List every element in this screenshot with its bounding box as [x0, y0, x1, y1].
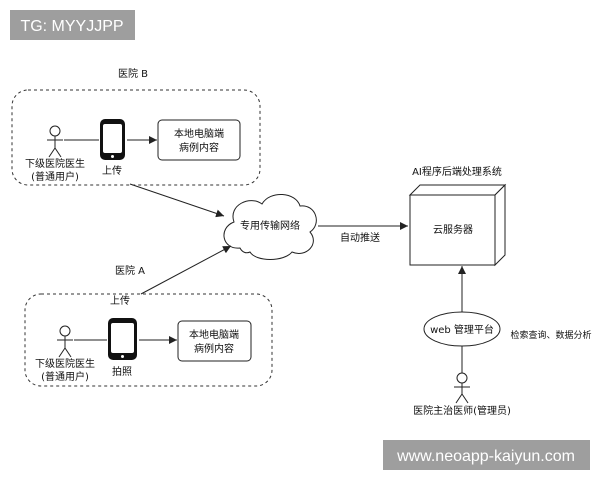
person-left-leg: [58, 347, 66, 358]
administrator-label: 医院主治医师(管理员): [413, 404, 511, 417]
network-label: 专用传输网络: [240, 219, 300, 232]
phone-home-button: [111, 155, 114, 158]
hospital-a-local-pc-line2: 病例内容: [194, 342, 234, 355]
person-right-leg: [64, 347, 72, 358]
person-head: [456, 372, 468, 384]
person-right-leg: [54, 147, 62, 158]
hospital-b-phone-label: 上传: [102, 165, 122, 177]
hospital-b-doctor-label-line2: (普通用户): [31, 170, 79, 183]
network-cloud: 专用传输网络: [223, 194, 317, 260]
server-front-face: [409, 194, 496, 266]
server-side-face: [494, 183, 506, 267]
administrator-person-icon: [454, 372, 470, 404]
person-head: [59, 325, 71, 337]
hospital-a-label: 医院 A: [115, 264, 145, 277]
hospital-a-upload-label: 上传: [110, 295, 130, 307]
cloud-server-label: 云服务器: [433, 223, 473, 236]
web-platform-functions-label: 检索查询、数据分析: [510, 329, 591, 341]
cloud-shape: [223, 194, 317, 260]
cloud-server-cube-icon: [408, 183, 507, 267]
hospital-a-boundary: [24, 293, 273, 387]
hospital-b-local-pc-line1: 本地电脑端: [174, 127, 224, 140]
watermark-bottom-background: [383, 440, 590, 470]
hospital-b-to-network-arrow: [129, 183, 225, 218]
web-platform-label: web 管理平台: [430, 323, 494, 336]
hospital-a-local-pc-box: [177, 320, 252, 362]
hospital-a-doctor-person-icon: [57, 325, 73, 358]
hospital-b-local-pc-box: [157, 119, 241, 161]
hospital-b-boundary: [11, 89, 261, 186]
ai-backend-system-title: AI程序后端处理系统: [412, 165, 502, 178]
person-left-leg: [455, 393, 463, 404]
hospital-a-doctor-label-line1: 下级医院医生: [35, 357, 95, 370]
hospital-b-doctor-person-icon: [47, 125, 63, 158]
phone-screen: [103, 124, 122, 153]
person-head: [49, 125, 61, 137]
server-top-face: [408, 184, 507, 196]
person-left-leg: [48, 147, 56, 158]
person-right-leg: [461, 393, 469, 404]
auto-push-label: 自动推送: [340, 231, 380, 244]
hospital-a-phone-label: 拍照: [112, 365, 132, 378]
hospital-b-label: 医院 B: [118, 67, 148, 80]
watermark-top-background: [10, 10, 135, 40]
hospital-b-local-pc-line2: 病例内容: [179, 141, 219, 154]
watermark-bottom-text: www.neoapp-kaiyun.com: [396, 448, 575, 465]
hospital-b-smartphone-icon: [100, 119, 125, 160]
hospital-a-group: 医院 A 上传 下级医院医生 (普通用户) 拍照 本地电脑端 病例内容: [24, 264, 273, 387]
hospital-b-doctor-label-line1: 下级医院医生: [25, 157, 85, 170]
hospital-a-local-pc-line1: 本地电脑端: [189, 328, 239, 341]
hospital-a-doctor-label-line2: (普通用户): [41, 370, 89, 383]
watermark-bottom: www.neoapp-kaiyun.com: [383, 440, 590, 470]
hospital-b-group: 医院 B 下级医院医生 (普通用户) 上传 本地电脑端 病例内容: [11, 67, 261, 186]
phone-screen: [111, 323, 134, 353]
watermark-top: TG: MYYJJPP: [10, 10, 135, 40]
hospital-a-smartphone-icon: [108, 318, 137, 360]
hospital-a-to-network-arrow: [140, 245, 232, 295]
phone-home-button: [121, 355, 124, 358]
watermark-top-text: TG: MYYJJPP: [20, 18, 123, 35]
